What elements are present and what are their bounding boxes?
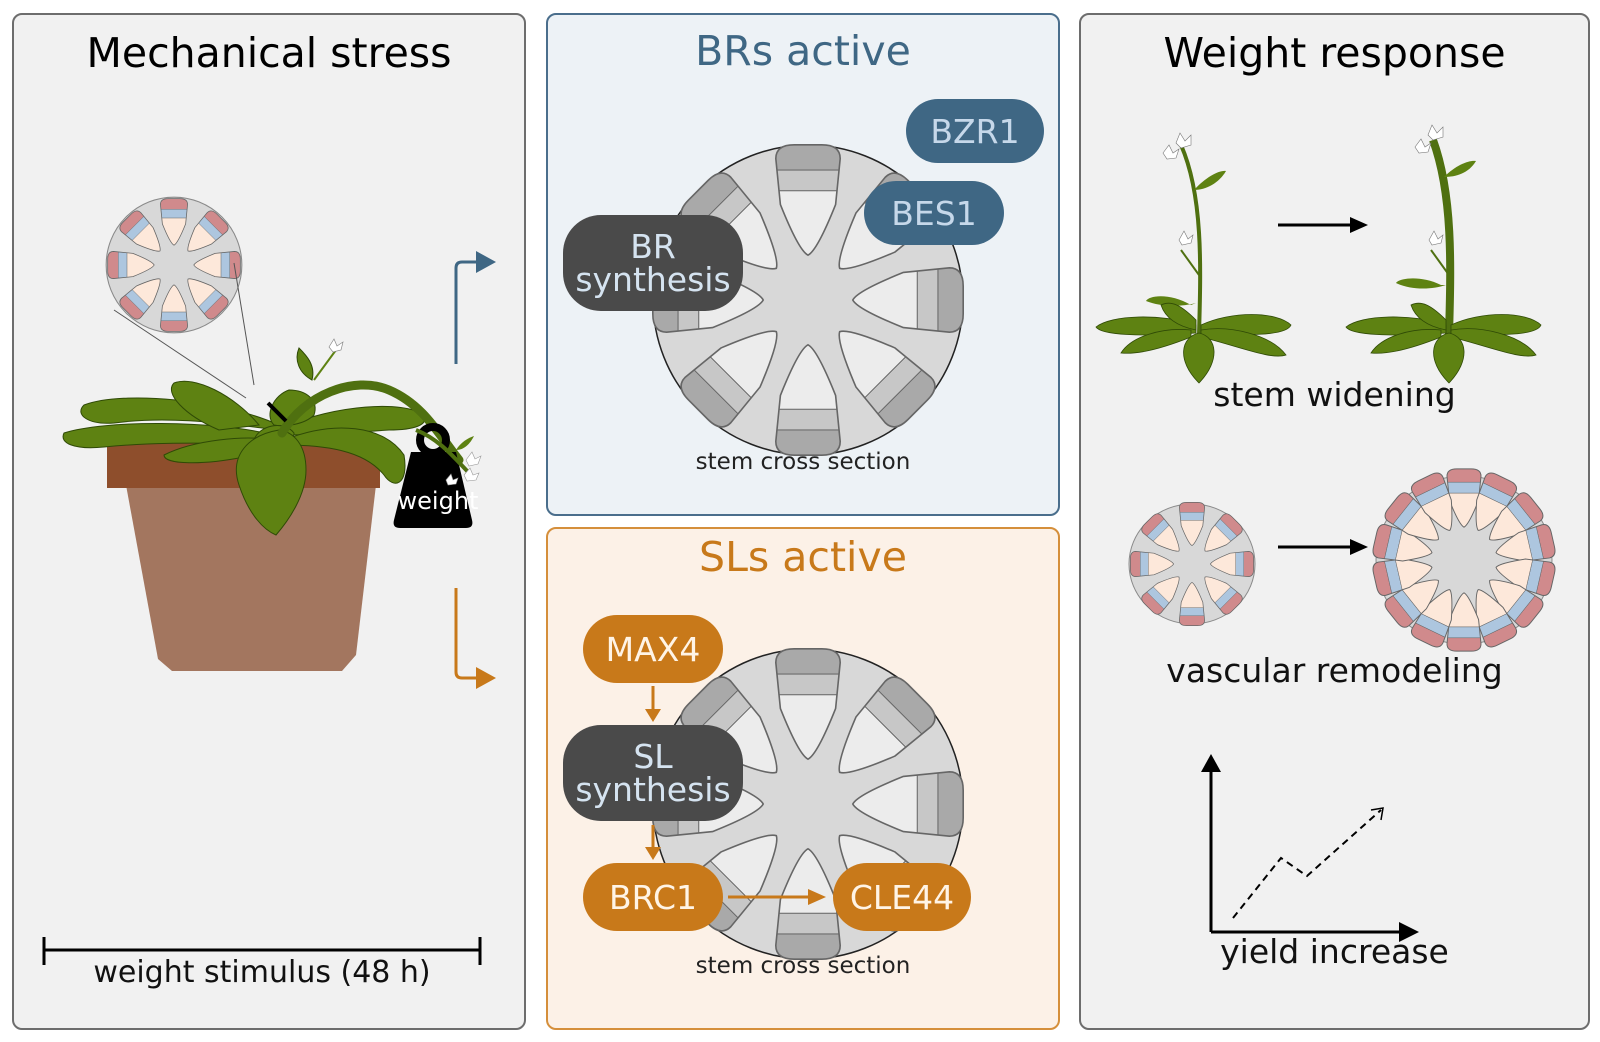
panel-title-brs-active: BRs active (695, 27, 911, 75)
br-synthesis-line2: synthesis (575, 260, 731, 299)
weight-label: weight (397, 487, 479, 515)
brs-active-panel: BRs active BR synthesis BZR1 BES1 stem c… (546, 13, 1060, 516)
sls-caption: stem cross section (695, 953, 911, 979)
arrow-to-sls (454, 588, 476, 680)
panel-title-mechanical-stress: Mechanical stress (86, 29, 452, 77)
weight-icon (393, 423, 482, 528)
cle44-node: CLE44 (833, 863, 971, 931)
panel-title-sls-active: SLs active (699, 533, 907, 581)
timeline-bar (42, 937, 482, 965)
vascular-after-icon (1371, 468, 1557, 652)
response-label-stem-widening: stem widening (1213, 375, 1456, 414)
timeline-label: weight stimulus (48 h) (93, 955, 431, 990)
potted-plant-illustration (62, 338, 464, 671)
plant-after-icon (1345, 124, 1542, 384)
branch-arrows (454, 251, 496, 689)
plant-before-icon (1095, 132, 1292, 384)
panel-title-weight-response: Weight response (1163, 29, 1506, 77)
vascular-before-icon (1128, 502, 1256, 626)
sl-synthesis-line1: SL (633, 737, 673, 776)
arrow-vascular-remodeling (1278, 539, 1368, 555)
sls-active-panel: SLs active MAX4 SL synthesis BRC1 CLE44 … (546, 527, 1060, 1030)
max4-node: MAX4 (583, 615, 723, 683)
yield-trend-line (1232, 809, 1382, 919)
response-label-yield-increase: yield increase (1220, 932, 1449, 971)
arrow-to-brs (454, 260, 476, 364)
stem-cross-section-inset (105, 196, 243, 334)
yield-graph-icon (1201, 754, 1419, 942)
sls-pathway-arrows (645, 686, 826, 905)
br-synthesis-line1: BR (630, 227, 676, 266)
br-synthesis-node: BR synthesis (563, 215, 743, 311)
arrow-head-brs (476, 251, 496, 273)
mechanical-stress-panel: Mechanical stress (12, 13, 526, 1030)
brc1-node: BRC1 (583, 863, 723, 931)
bes1-node: BES1 (864, 181, 1004, 245)
response-label-vascular-remodeling: vascular remodeling (1166, 651, 1503, 690)
sl-synthesis-node: SL synthesis (563, 725, 743, 821)
arrow-head-sls (476, 667, 496, 689)
weight-response-panel: Weight response (1079, 13, 1590, 1030)
zoom-callout-lines (113, 262, 255, 399)
brs-caption: stem cross section (695, 449, 911, 475)
sl-synthesis-line2: synthesis (575, 770, 731, 809)
arrow-stem-widening (1278, 217, 1368, 233)
bzr1-node: BZR1 (906, 99, 1044, 163)
